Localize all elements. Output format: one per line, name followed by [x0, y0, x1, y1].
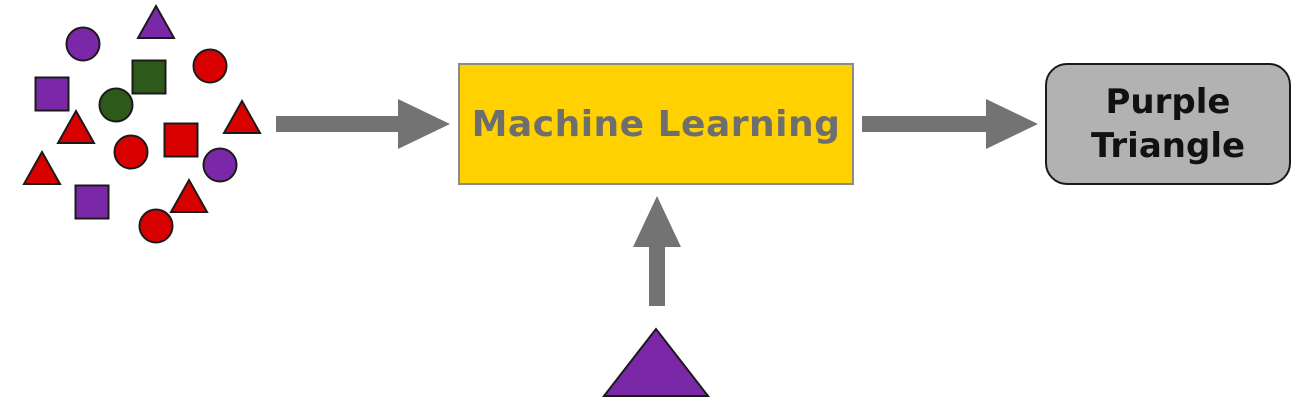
input-red-triangle: [169, 177, 209, 213]
output-label-line1: Purple: [1105, 82, 1231, 122]
input-purple-square: [34, 76, 70, 112]
arrow-ml-to-output: [862, 99, 1038, 149]
input-purple-square: [74, 184, 110, 220]
arrow-query-to-ml: [633, 196, 681, 306]
input-purple-circle: [65, 26, 101, 62]
machine-learning-label: Machine Learning: [471, 103, 841, 145]
query-purple-triangle: [601, 327, 711, 397]
input-green-square: [131, 59, 167, 95]
output-box: Purple Triangle: [1045, 63, 1291, 185]
machine-learning-box: Machine Learning: [458, 63, 854, 185]
input-red-circle: [192, 48, 228, 84]
input-red-triangle: [56, 108, 96, 144]
input-purple-triangle: [136, 3, 176, 39]
output-label-line2: Triangle: [1090, 126, 1246, 166]
input-red-circle: [138, 208, 174, 244]
input-red-square: [163, 122, 199, 158]
input-purple-circle: [202, 147, 238, 183]
input-red-triangle: [22, 149, 62, 185]
input-red-triangle: [222, 98, 262, 134]
input-red-circle: [113, 134, 149, 170]
input-green-circle: [98, 87, 134, 123]
input-shape-cloud: [22, 3, 262, 244]
arrow-input-to-ml: [276, 99, 450, 149]
